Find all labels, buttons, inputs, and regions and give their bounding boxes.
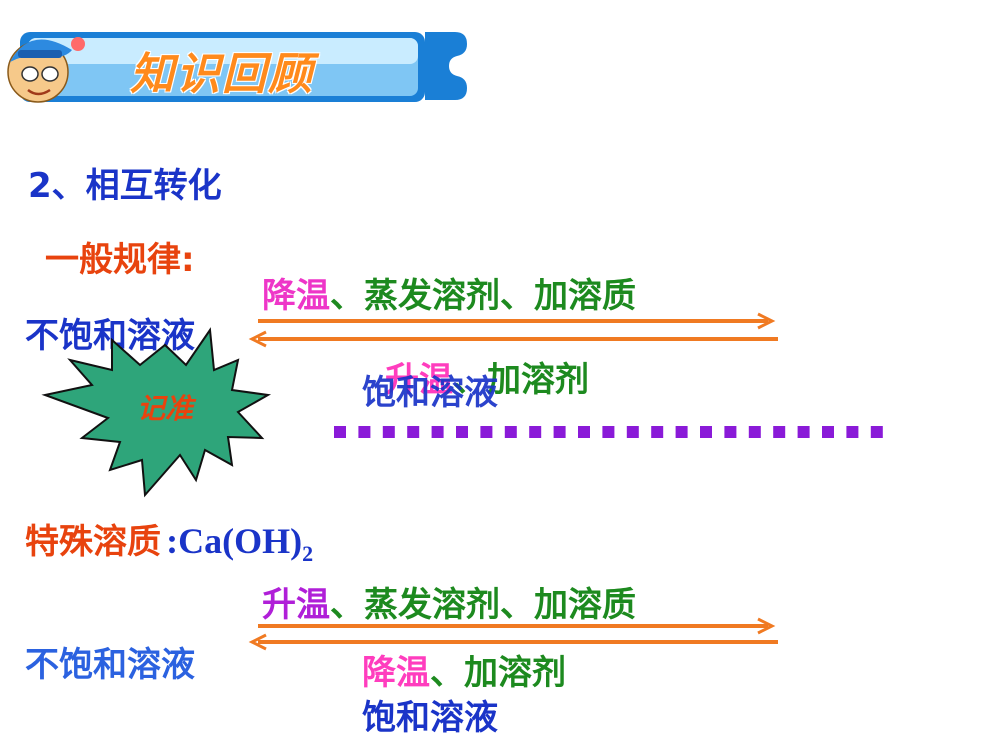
separator-dot [358,426,371,438]
separator-dot [675,426,688,438]
separator-dot [553,426,566,438]
special-backward-cond-rest: 、加溶剂 [430,653,566,693]
separator-dot [700,426,712,438]
general-backward-arrow [248,330,778,348]
special-backward-cond-key: 降温 [362,653,430,693]
special-forward-condition: 升温、蒸发溶剂、加溶质 [262,577,636,626]
separator-dot [529,426,542,438]
special-saturated-solution: 饱和溶液 [362,698,498,738]
general-rule-label: 一般规律: [45,240,195,280]
separator-dot [334,426,346,438]
separator-dot [480,426,493,438]
special-backward-arrow [248,633,778,651]
general-forward-arrow [258,312,776,330]
formula-main: :Ca(OH) [166,521,303,561]
general-backward-condition: 升温、加溶剂 [385,352,589,401]
separator-dot [456,426,468,438]
general-forward-cond-rest: 、蒸发溶剂、加溶质 [330,276,636,316]
general-saturated-solution: 饱和溶液 [362,373,498,413]
separator-dot [407,426,420,438]
special-forward-arrow [258,617,776,635]
separator-dot [822,426,834,438]
general-forward-cond-key: 降温 [262,276,330,316]
remember-badge: 记准 [41,327,272,498]
separator-dot [382,426,395,438]
special-solute-line: 特殊溶质 :Ca(OH)2 [25,514,313,567]
page-title: 知识回顾 [130,49,314,100]
separator-dot [504,426,517,438]
separator-dot [431,426,444,438]
separator-dot [773,426,786,438]
special-forward-cond-key: 升温 [262,585,330,625]
separator-dot [797,426,810,438]
separator-dot [748,426,761,438]
formula-subscript: 2 [302,541,314,567]
section-heading: 2、相互转化 [28,166,222,206]
special-unsaturated-solution: 不饱和溶液 [25,645,195,685]
general-backward-cond-rest: 、加溶剂 [453,360,589,400]
separator-dot [602,426,615,438]
separator-dot [870,426,883,438]
separator-dot [846,426,859,438]
header-banner [7,32,467,103]
general-forward-condition: 降温、蒸发溶剂、加溶质 [262,268,636,317]
remember-badge-text: 记准 [137,392,197,425]
special-solute-label: 特殊溶质 [25,522,161,562]
special-solute-formula: :Ca(OH)2 [166,521,313,566]
special-backward-condition: 降温、加溶剂 [362,645,566,694]
separator-dot [651,426,664,438]
separator-dot [578,426,590,438]
general-backward-cond-key: 升温 [385,360,453,400]
separator-dot [724,426,737,438]
dotted-separator [334,426,883,438]
separator-dot [626,426,639,438]
special-forward-cond-rest: 、蒸发溶剂、加溶质 [330,585,636,625]
mascot-icon [7,37,85,103]
